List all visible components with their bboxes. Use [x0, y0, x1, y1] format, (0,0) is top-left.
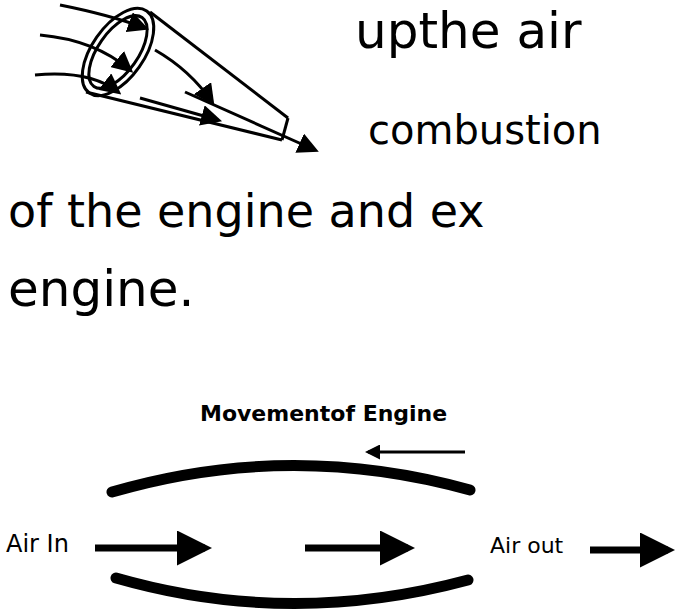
engine-drawing: [95, 452, 668, 604]
motion-label: Movementof Engine: [200, 402, 447, 426]
funnel-drawing: [35, 0, 315, 150]
handwritten-text: combustion: [368, 108, 602, 152]
flow-label: Air In: [6, 531, 69, 557]
flow-label: Air out: [490, 534, 563, 558]
handwritten-text: upthe air: [355, 4, 581, 59]
handwritten-text: of the engine and ex: [8, 186, 484, 237]
handwritten-text: engine.: [8, 262, 194, 317]
